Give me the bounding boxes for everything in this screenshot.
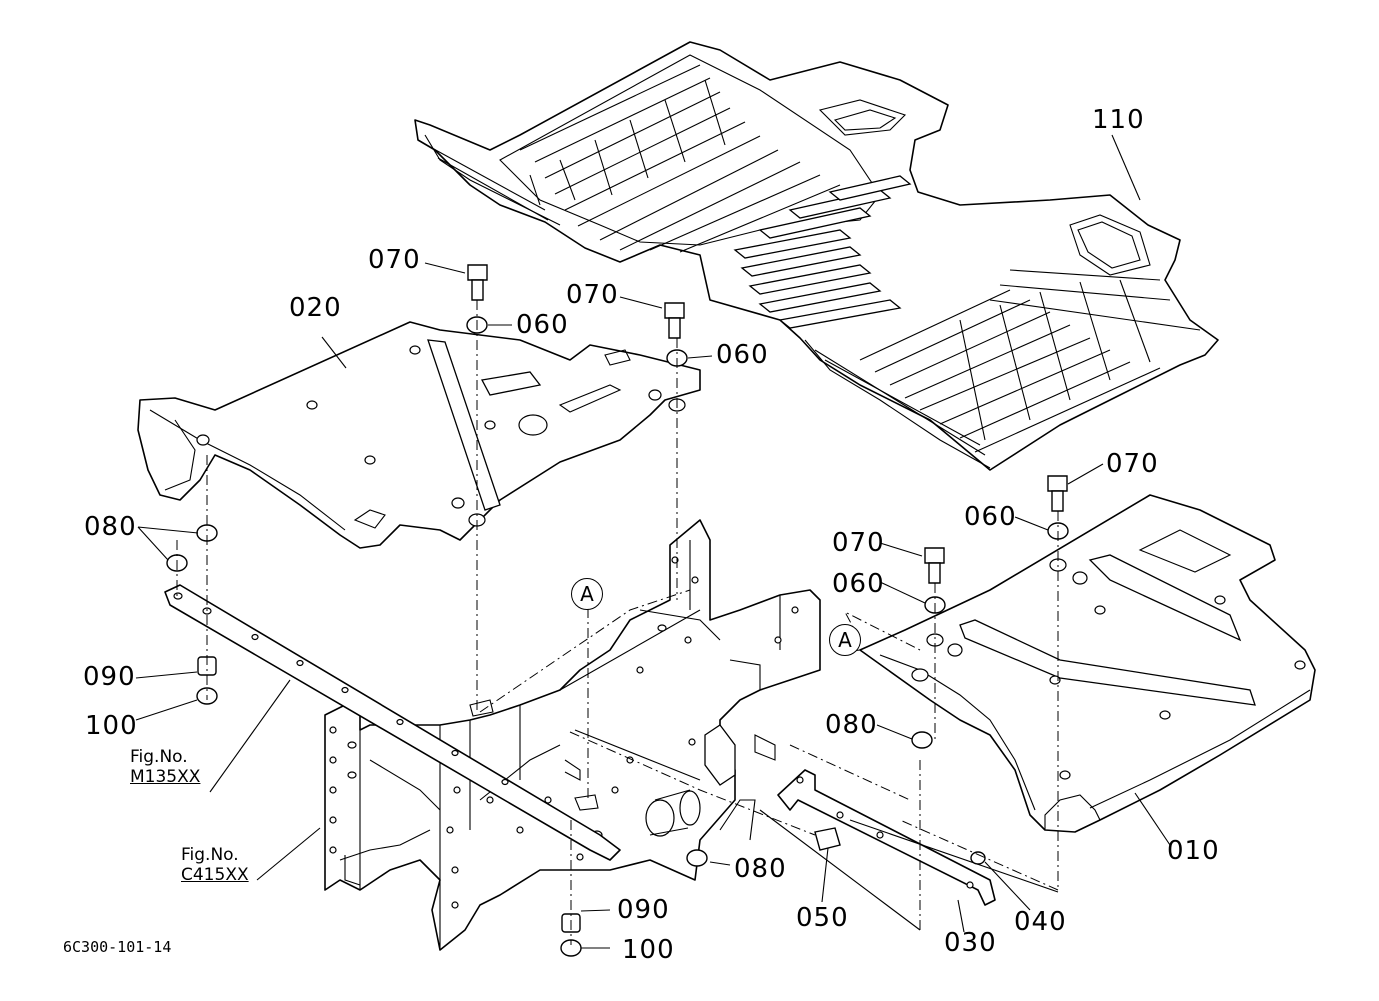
figure-reference-number: C415XX bbox=[181, 865, 249, 885]
callout-050: 050 bbox=[796, 903, 849, 933]
right-step-plate-010 bbox=[859, 494, 1316, 833]
callout-020: 020 bbox=[289, 293, 342, 323]
cross-bar bbox=[164, 584, 621, 861]
callout-070: 070 bbox=[368, 245, 421, 275]
callout-110: 110 bbox=[1092, 105, 1145, 135]
callout-030: 030 bbox=[944, 928, 997, 958]
callout-040: 040 bbox=[1014, 907, 1067, 937]
callout-060: 060 bbox=[716, 340, 769, 370]
callout-090: 090 bbox=[617, 895, 670, 925]
callout-060: 060 bbox=[516, 310, 569, 340]
callout-100: 100 bbox=[622, 935, 675, 965]
figure-reference-m135xx: Fig.No. M135XX bbox=[130, 747, 200, 787]
callout-060: 060 bbox=[964, 502, 1017, 532]
callout-090: 090 bbox=[83, 662, 136, 692]
callout-070: 070 bbox=[1106, 449, 1159, 479]
callout-010: 010 bbox=[1167, 836, 1220, 866]
callout-060: 060 bbox=[832, 569, 885, 599]
figure-reference-number: M135XX bbox=[130, 767, 201, 787]
callout-070: 070 bbox=[566, 280, 619, 310]
figure-reference-label: Fig.No. bbox=[181, 845, 239, 865]
callout-080: 080 bbox=[825, 710, 878, 740]
callout-080: 080 bbox=[734, 854, 787, 884]
callout-100: 100 bbox=[85, 711, 138, 741]
bolt-070-b bbox=[664, 302, 685, 339]
callout-080: 080 bbox=[84, 512, 137, 542]
figure-reference-label: Fig.No. bbox=[130, 747, 188, 767]
figure-reference-c415xx: Fig.No. C415XX bbox=[181, 845, 249, 885]
drawing-code: 6C300-101-14 bbox=[63, 938, 172, 956]
floor-mat-110 bbox=[414, 41, 1219, 471]
bolt-070-c bbox=[1047, 475, 1068, 512]
reference-mark-a: A bbox=[571, 578, 603, 610]
reference-mark-a: A bbox=[829, 624, 861, 656]
bolt-070-a bbox=[467, 264, 488, 301]
callout-070: 070 bbox=[832, 528, 885, 558]
fasteners bbox=[166, 264, 1069, 957]
bracket-030 bbox=[777, 769, 996, 906]
left-step-plate-020 bbox=[137, 321, 701, 549]
alignment-lines bbox=[176, 300, 1059, 945]
bolt-070-d bbox=[924, 547, 945, 584]
